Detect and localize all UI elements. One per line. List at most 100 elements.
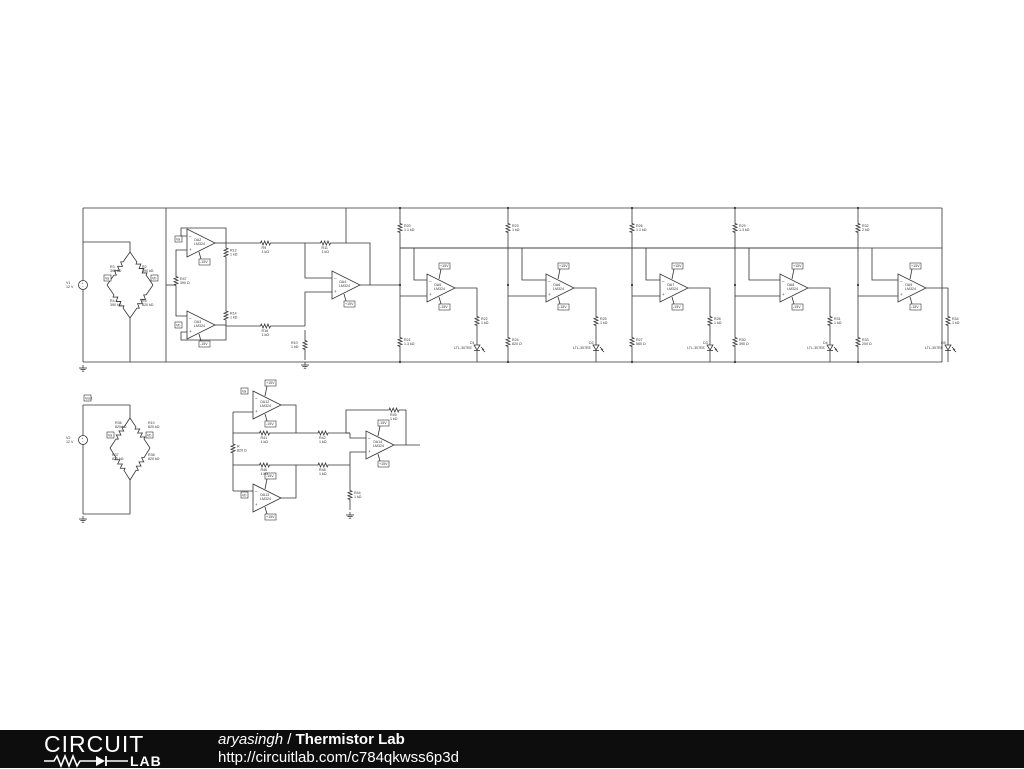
resistor-name: R9 [262, 246, 267, 250]
supply-lead [377, 453, 381, 462]
opamp-inverting-sign: – [782, 279, 785, 284]
supply-label: +15V [345, 302, 354, 306]
resistor-value: 390 kΩ [110, 269, 122, 273]
supply-tag [343, 300, 356, 308]
led-arrow [480, 346, 485, 351]
resistor-name: R20 [404, 224, 411, 228]
circuit-heading: aryasingh / Thermistor Lab [218, 731, 459, 749]
junction-dot [630, 283, 634, 287]
resistor-name: R25 [600, 317, 607, 321]
led-symbol [706, 344, 714, 351]
circuit-url[interactable]: http://circuitlab.com/c784qkwss6p3d [218, 749, 459, 766]
supply-tag [909, 262, 922, 270]
opamp-inverting-sign: – [255, 396, 258, 401]
wire [349, 451, 366, 465]
opamp-inverting-sign: – [429, 279, 432, 284]
supply-lead [438, 296, 442, 305]
supply-label: +15V [266, 515, 275, 519]
author-link[interactable]: aryasingh [218, 731, 284, 748]
logo-lab-text: LAB [130, 753, 162, 769]
opamp-part: LM324 [787, 287, 798, 291]
node-tag-box [174, 321, 183, 329]
node-tag-label: Va [176, 237, 180, 241]
resistor-symbol [109, 417, 131, 449]
opamp-name: OA6 [553, 283, 560, 287]
resistor-value: 200 Ω [862, 342, 872, 346]
opamp-symbol [779, 273, 809, 303]
supply-tag [264, 513, 277, 521]
opamp-part: LM324 [553, 287, 564, 291]
circuit-info: aryasingh / Thermistor Lab http://circui… [218, 731, 459, 767]
opamp-symbol [186, 310, 216, 340]
opamp-noninverting-sign: + [189, 247, 192, 252]
wire [871, 248, 898, 281]
supply-lead [909, 268, 913, 280]
wire [281, 465, 297, 499]
opamp-symbol [659, 273, 689, 303]
opamp-symbol [426, 273, 456, 303]
resistor-symbol [854, 322, 862, 362]
junction-dot [506, 360, 510, 364]
resistor-value: 1.3 kΩ [739, 228, 750, 232]
supply-lead [791, 296, 795, 305]
wire [346, 242, 371, 285]
voltage-source-symbol [78, 435, 88, 445]
wire [349, 433, 366, 439]
resistor-name: R45 [390, 413, 397, 417]
led-part: LTL-307EE [925, 346, 944, 350]
resistor-symbol [854, 208, 862, 248]
footer-bar: CIRCUIT LAB aryasingh / Thermistor Lab h… [0, 730, 1024, 769]
resistor-name: R34 [952, 317, 959, 321]
resistor-symbol [826, 306, 834, 336]
wire [926, 287, 949, 306]
resistor-value: 1.1 kΩ [636, 228, 647, 232]
wire [413, 248, 427, 281]
resistor-name: R29 [739, 224, 746, 228]
circuit-title[interactable]: Thermistor Lab [295, 731, 405, 748]
opamp-part: LM324 [260, 497, 271, 501]
led-symbol [592, 344, 600, 351]
resistor-name: R16 [262, 329, 269, 333]
wire [83, 480, 131, 515]
wire [345, 409, 382, 434]
node-tag-label: Vb [152, 276, 156, 280]
junction-dot [398, 206, 402, 210]
supply-label: +15V [559, 264, 568, 268]
supply-lead [264, 478, 268, 490]
node-tag-box [150, 274, 159, 282]
supply-tag [909, 303, 922, 311]
opamp-part: LM324 [260, 404, 271, 408]
opamp-part: LM324 [434, 287, 445, 291]
circuitlab-logo[interactable]: CIRCUIT LAB [44, 732, 176, 769]
led-arrow [600, 348, 605, 353]
resistor-value: 1 kΩ [322, 250, 330, 254]
resistor-value: 2 kΩ [862, 228, 870, 232]
source-value: 12 V [66, 285, 74, 289]
resistor-symbol [222, 306, 230, 325]
junction-dot [856, 206, 860, 210]
supply-lead [264, 385, 268, 397]
led-arrow [599, 346, 604, 351]
led-arrow [952, 348, 957, 353]
opamp-name: OA13 [260, 493, 269, 497]
resistor-name: R26 [636, 224, 643, 228]
resistor-name: R2 [142, 265, 147, 269]
resistor-name: R37 [112, 453, 119, 457]
node-tag-label: Vb [147, 433, 151, 437]
ground-icon [301, 362, 309, 369]
resistor-name: R28 [714, 317, 721, 321]
